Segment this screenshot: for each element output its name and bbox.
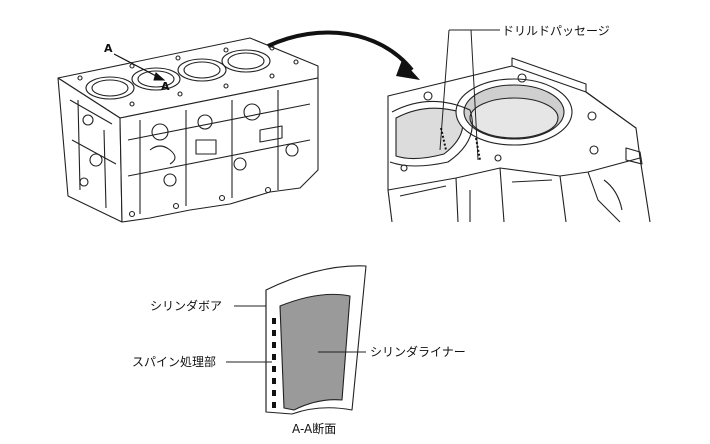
zoom-arrow: [267, 30, 420, 80]
section-marker-top: A: [104, 42, 113, 55]
zoomed-cylinder-illustration: [387, 29, 651, 223]
section-caption: A-A断面: [292, 422, 337, 436]
section-line-a-a: [113, 53, 166, 81]
engine-block-illustration: [57, 37, 319, 223]
section-diagram: [226, 265, 367, 415]
cylinder-bore-label: シリンダボア: [150, 299, 223, 313]
spine-serrations: [272, 318, 276, 408]
cylinder-liner-label: シリンダライナー: [370, 345, 466, 359]
drilled-passage-label: ドリルドパッセージ: [502, 24, 610, 38]
section-marker-bottom: A: [161, 80, 170, 93]
spine-treated-part-label: スパイン処理部: [132, 355, 217, 369]
